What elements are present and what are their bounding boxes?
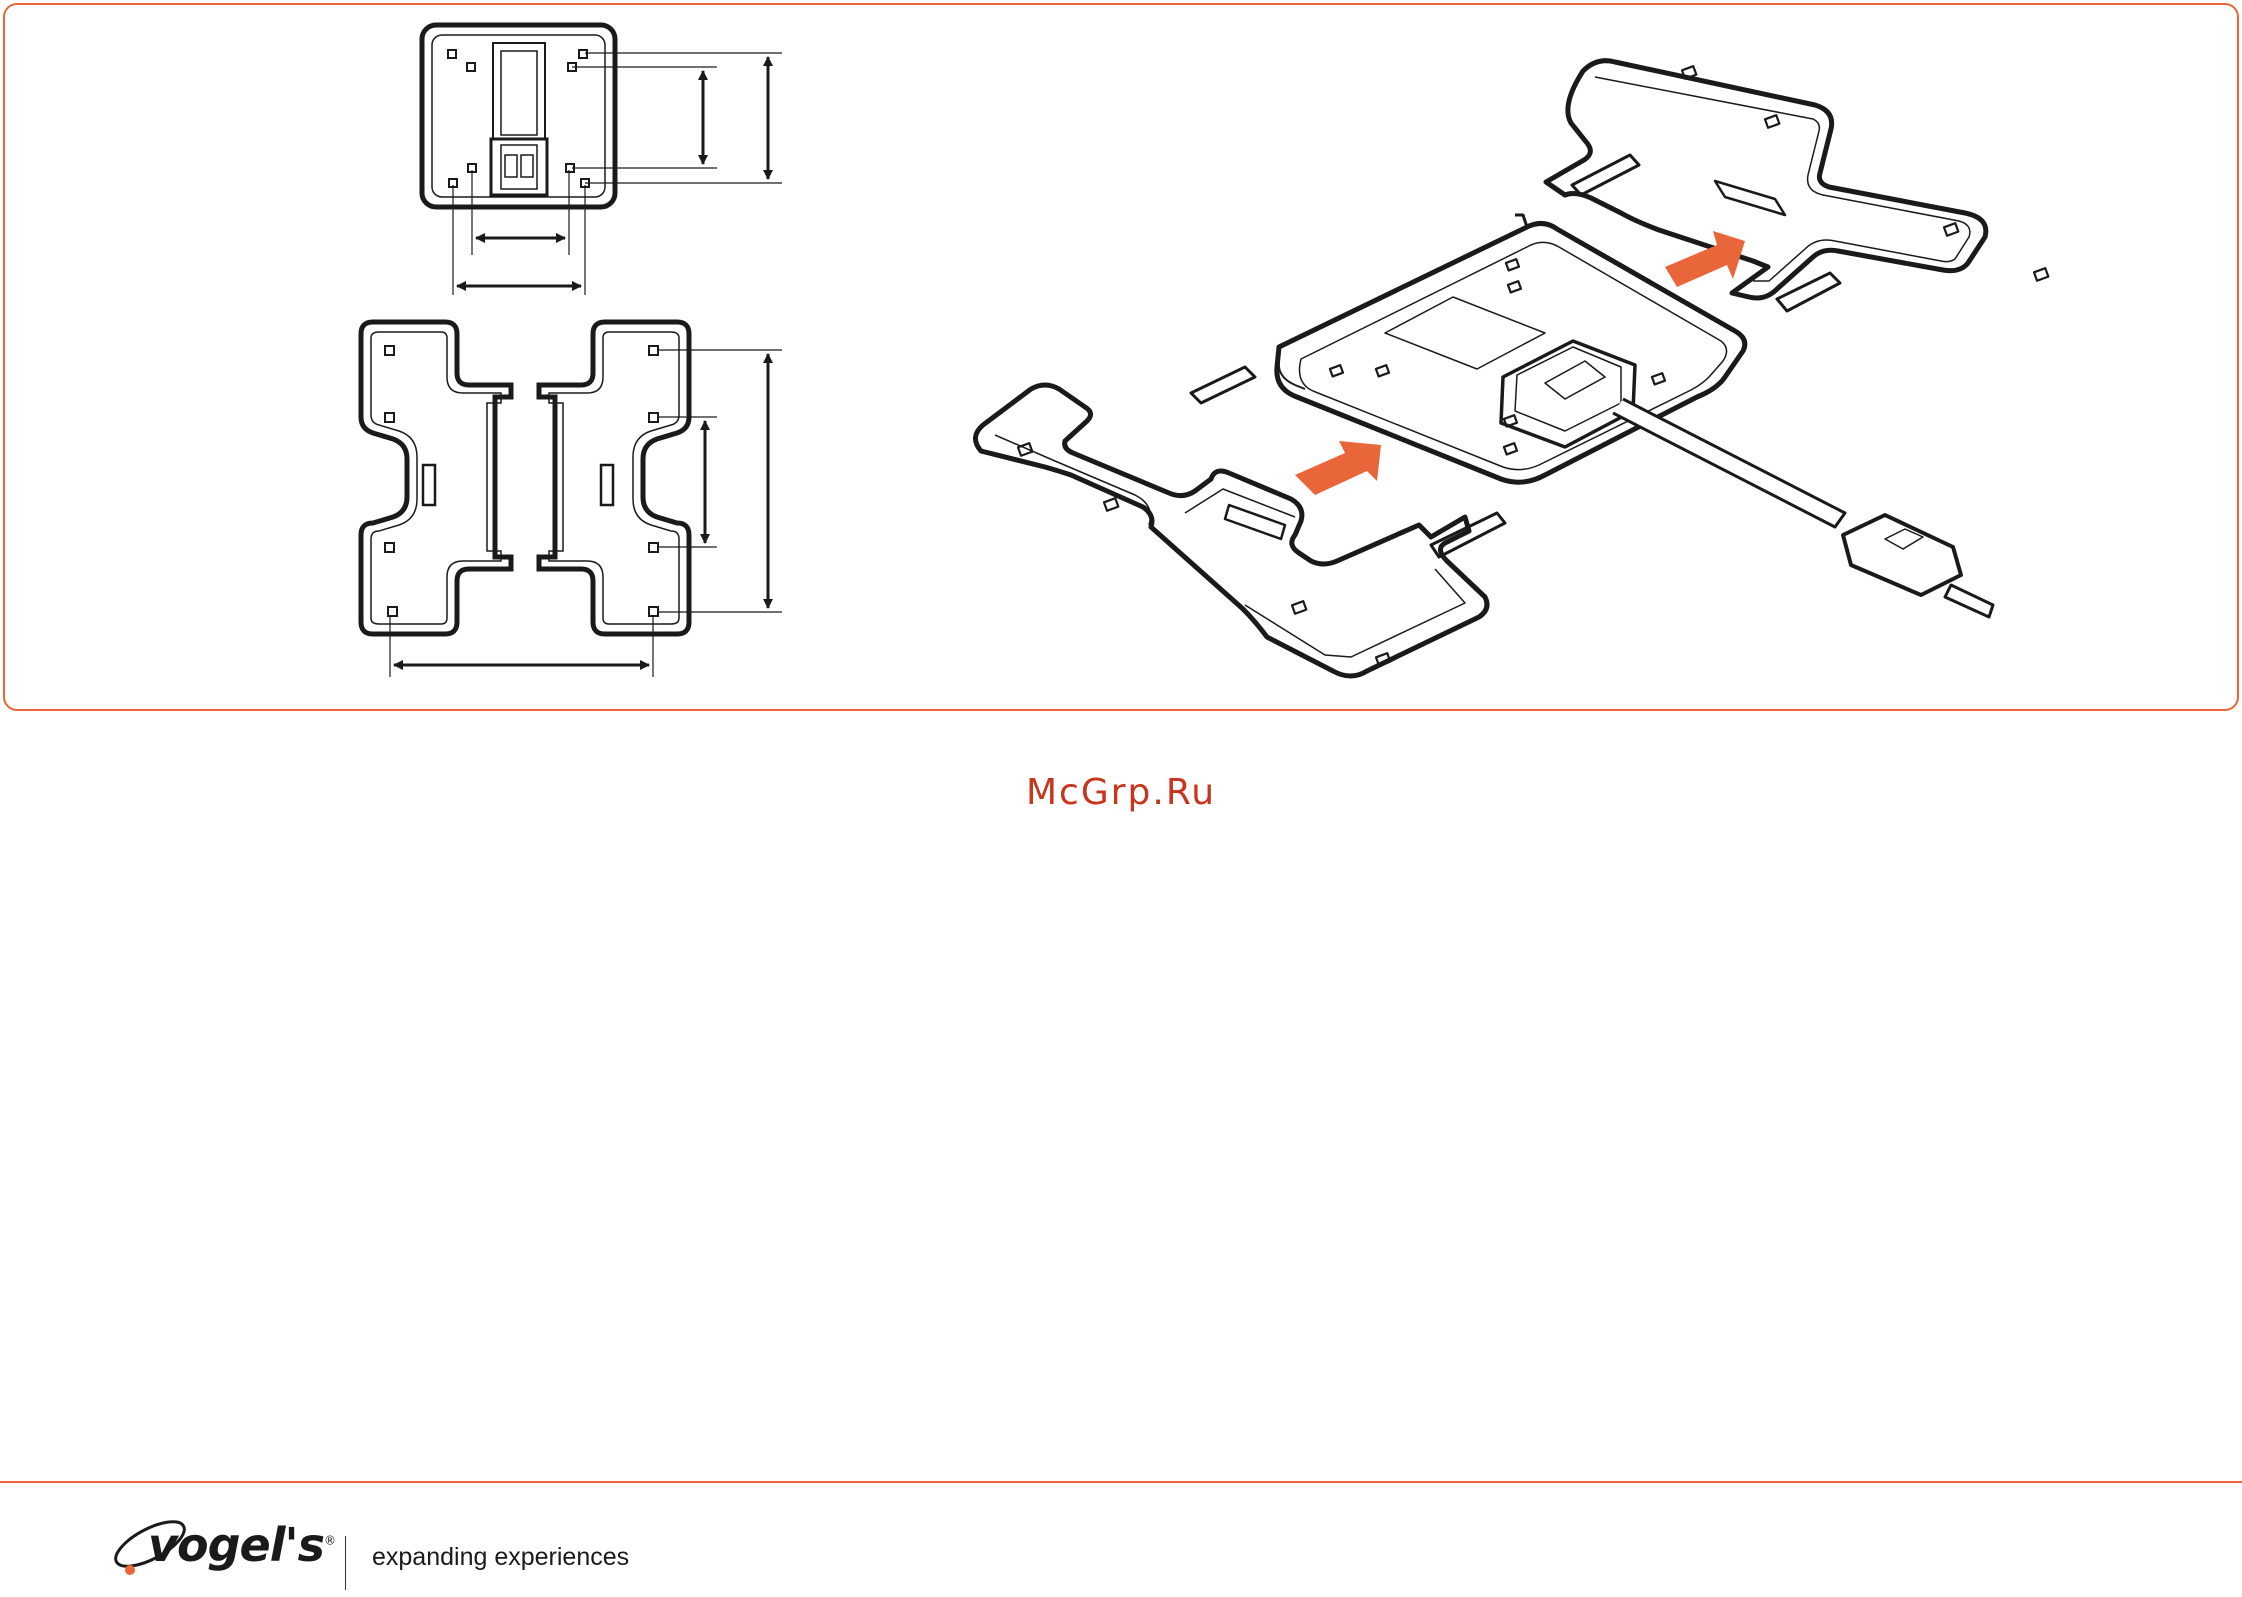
watermark-text: McGrp.Ru [0,772,2242,813]
page-footer: vogel's® expanding experiences [0,1484,2242,1597]
footer-divider [345,1536,346,1590]
arrow-left-in [1665,231,1745,287]
registered-mark: ® [324,1534,335,1548]
arrow-right-in [1295,441,1381,495]
assembly-arrows [1295,231,1745,495]
brand-name: vogel's® [148,1518,335,1572]
extension-plates-front-view [361,322,782,677]
small-plate-front-view [422,25,782,295]
extension-holes [385,346,658,616]
illustration-frame [3,3,2239,711]
mounting-plate-diagram [5,5,2237,709]
brand-wordmark: vogel's [148,1518,324,1572]
isometric-assembly [975,61,2048,676]
brand-tagline: expanding experiences [372,1543,629,1572]
footer-rule [0,1481,2242,1483]
plate-holes [448,50,589,187]
